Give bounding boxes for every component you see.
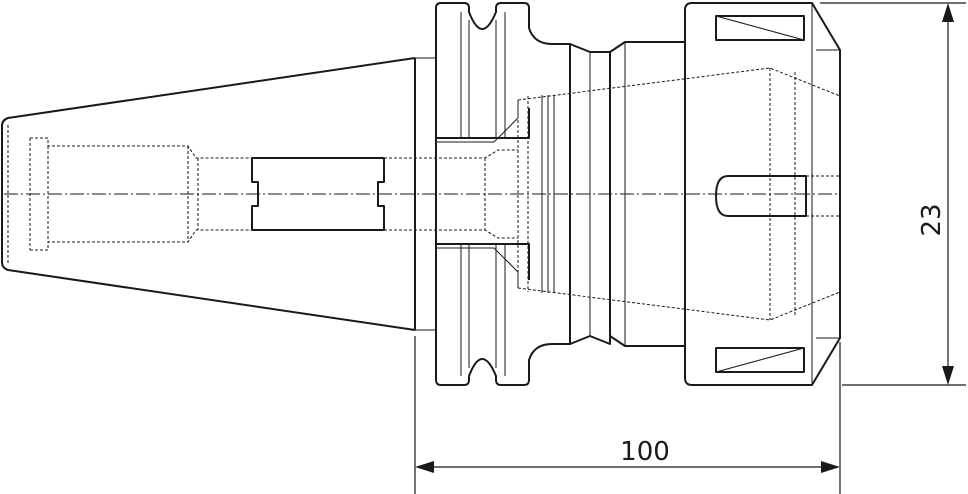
diameter-dimension: [820, 2, 966, 386]
taper-shank: [1, 57, 435, 331]
diameter-label: 23: [917, 203, 947, 236]
drive-slot: [251, 157, 385, 231]
length-dimension: [414, 336, 841, 494]
length-label: 100: [620, 437, 670, 467]
clamping-nut: [684, 2, 841, 386]
